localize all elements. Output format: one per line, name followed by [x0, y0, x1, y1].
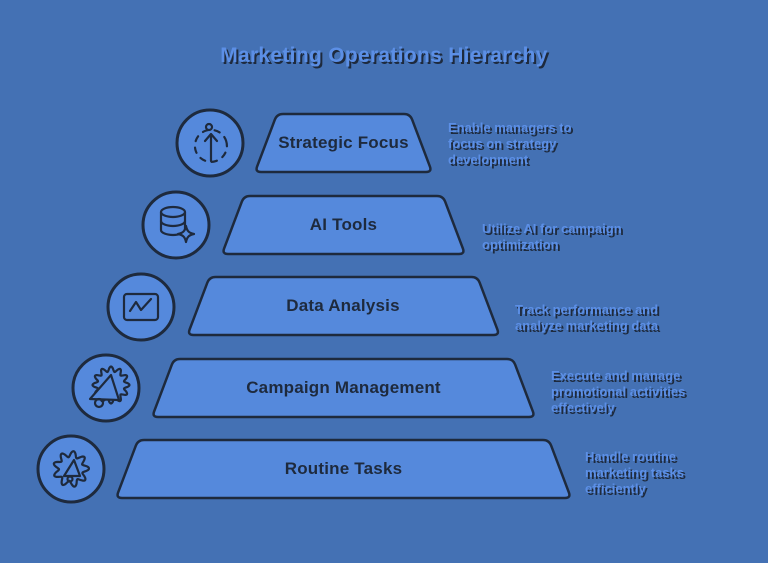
- icon-circle: [36, 434, 106, 504]
- level-description-data-analysis: Track performance and analyze marketing …: [515, 302, 659, 333]
- pyramid-level-label-ai-tools: AI Tools: [309, 215, 378, 234]
- database-sparkle-icon: [141, 190, 211, 260]
- icon-circle: [106, 272, 176, 342]
- pyramid-level-label-strategic-focus: Strategic Focus: [278, 133, 409, 152]
- page-title: Marketing Operations Hierarchy: [220, 44, 548, 67]
- pyramid-level-label-campaign-management: Campaign Management: [246, 378, 441, 397]
- target-arrow-icon: [175, 108, 245, 178]
- level-description-campaign-management: Execute and manage promotional activitie…: [551, 368, 686, 415]
- line-chart-icon: [106, 272, 176, 342]
- pyramid-level-shape-strategic-focus: [255, 112, 432, 174]
- level-description-ai-tools: Utilize AI for campaign optimization: [482, 221, 622, 252]
- pyramid-level-shape-routine-tasks: [116, 438, 571, 500]
- pyramid-level-shape-data-analysis: [187, 275, 500, 337]
- pyramid-level-shape-ai-tools: [222, 194, 465, 256]
- pyramid-level-shape-campaign-management: [152, 357, 535, 419]
- megaphone-burst-icon: [71, 353, 141, 423]
- level-description-strategic-focus: Enable managers to focus on strategy dev…: [448, 120, 572, 167]
- level-description-routine-tasks: Handle routine marketing tasks efficient…: [585, 449, 684, 496]
- pyramid-level-label-data-analysis: Data Analysis: [286, 296, 400, 315]
- gear-megaphone-icon: [36, 434, 106, 504]
- pyramid-level-label-routine-tasks: Routine Tasks: [284, 459, 403, 478]
